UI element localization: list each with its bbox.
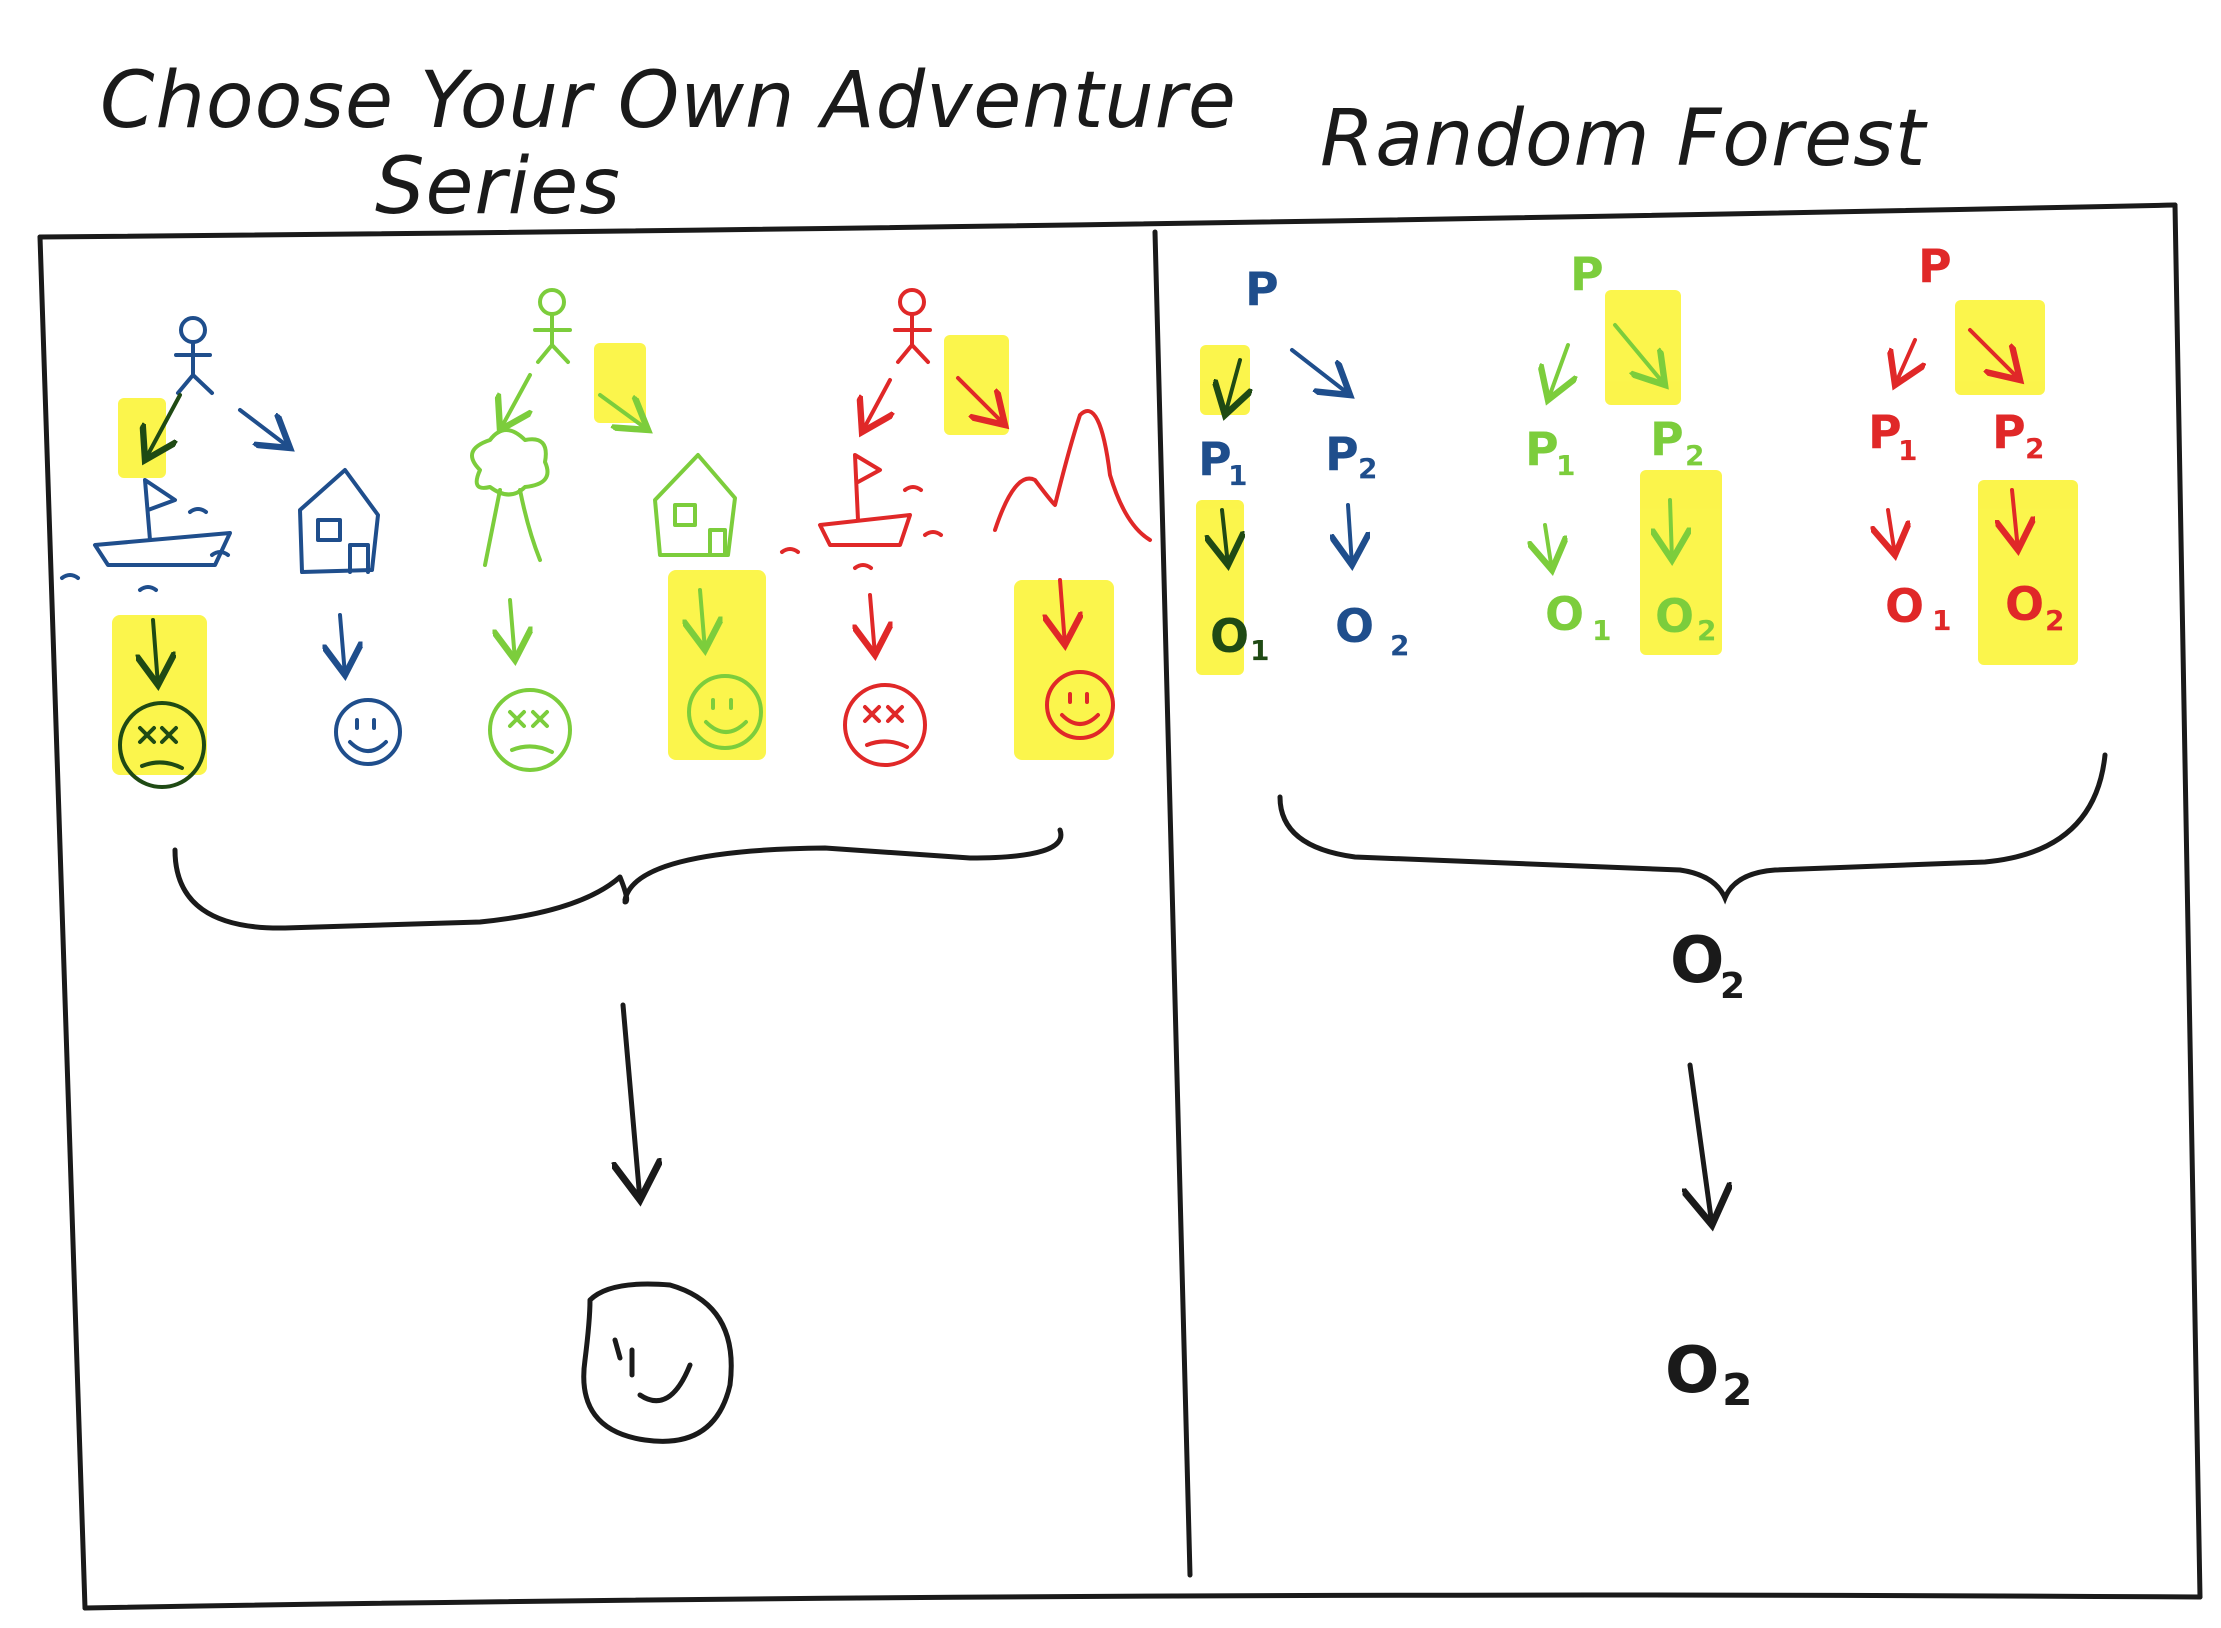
left-title-line1: Choose Your Own Adventure <box>100 56 1237 146</box>
green-tree-icon <box>470 428 550 567</box>
red-p2-sub: 2 <box>2025 432 2044 465</box>
blue-o1-label: O <box>1210 609 1249 663</box>
blue-story <box>60 316 402 789</box>
green-story <box>470 288 763 772</box>
red-tree <box>1888 328 2020 555</box>
frame-divider <box>1152 229 1193 1578</box>
vote-result-label: O <box>1670 924 1724 998</box>
right-summary <box>1277 752 2108 1225</box>
green-root-label: P <box>1570 247 1604 301</box>
blue-o2-sub: 2 <box>1390 629 1409 662</box>
left-summary <box>172 827 1064 1444</box>
hl-11 <box>1955 300 2045 395</box>
hl-2 <box>112 615 207 775</box>
frame-bottom <box>82 1592 2203 1611</box>
right-title: Random Forest <box>1320 94 1927 184</box>
green-happy-face-icon <box>687 674 763 750</box>
right-down-arrow <box>1690 1062 1712 1225</box>
green-dead-face-icon <box>488 688 572 772</box>
frame-left <box>37 234 88 1611</box>
final-result-sub: 2 <box>1722 1365 1753 1416</box>
red-happy-face-icon <box>1045 670 1115 740</box>
green-p2-label: P <box>1650 412 1684 466</box>
blue-person-icon <box>179 316 207 344</box>
green-person-icon <box>538 288 566 316</box>
vote-result-sub: 2 <box>1720 966 1745 1007</box>
blue-tree <box>1222 348 1352 565</box>
red-dead-face-icon <box>843 683 927 767</box>
right-brace <box>1277 752 2108 905</box>
blue-o1-sub: 1 <box>1250 634 1269 667</box>
red-person-icon <box>898 288 926 316</box>
red-p1-label: P <box>1868 405 1902 459</box>
blue-boat-icon <box>60 478 232 592</box>
red-o1-label: O <box>1885 579 1924 633</box>
red-boat-icon <box>780 453 943 570</box>
red-o2-label: O <box>2005 577 2044 631</box>
green-p1-label: P <box>1525 422 1559 476</box>
left-brace <box>172 827 1064 931</box>
green-tree <box>1545 323 1672 570</box>
blue-o2-label: O <box>1335 599 1374 653</box>
red-story <box>780 288 1152 767</box>
green-o1-label: O <box>1545 587 1584 641</box>
red-mountain-icon <box>993 409 1152 542</box>
green-house-icon <box>653 453 737 557</box>
hl-7 <box>1200 345 1250 415</box>
frame-right <box>2172 202 2203 1600</box>
hl-6 <box>1014 580 1114 760</box>
red-o1-sub: 1 <box>1932 604 1951 637</box>
red-root-label: P <box>1918 239 1952 293</box>
red-o2-sub: 2 <box>2045 604 2064 637</box>
green-o2-label: O <box>1655 589 1694 643</box>
green-o2-sub: 2 <box>1697 614 1716 647</box>
blue-p1-sub: 1 <box>1228 459 1247 492</box>
hl-12 <box>1978 480 2078 665</box>
green-p2-sub: 2 <box>1685 439 1704 472</box>
frame-top <box>37 202 2178 240</box>
green-o1-sub: 1 <box>1592 614 1611 647</box>
green-p1-sub: 1 <box>1556 449 1575 482</box>
big-happy-face-icon <box>581 1281 734 1444</box>
left-title-line2: Series <box>375 142 621 232</box>
left-down-arrow <box>623 1002 640 1200</box>
blue-dead-face-icon <box>118 701 206 789</box>
red-p1-sub: 1 <box>1898 434 1917 467</box>
blue-p1-label: P <box>1198 432 1232 486</box>
blue-p2-label: P <box>1325 427 1359 481</box>
hl-9 <box>1605 290 1681 405</box>
blue-house-icon <box>298 468 380 574</box>
highlights-left <box>112 335 1114 775</box>
blue-root-label: P <box>1245 262 1279 316</box>
blue-happy-face-icon <box>334 698 402 766</box>
final-result-label: O <box>1665 1334 1719 1408</box>
blue-p2-sub: 2 <box>1358 452 1377 485</box>
red-p2-label: P <box>1992 405 2026 459</box>
frame <box>37 202 2203 1611</box>
